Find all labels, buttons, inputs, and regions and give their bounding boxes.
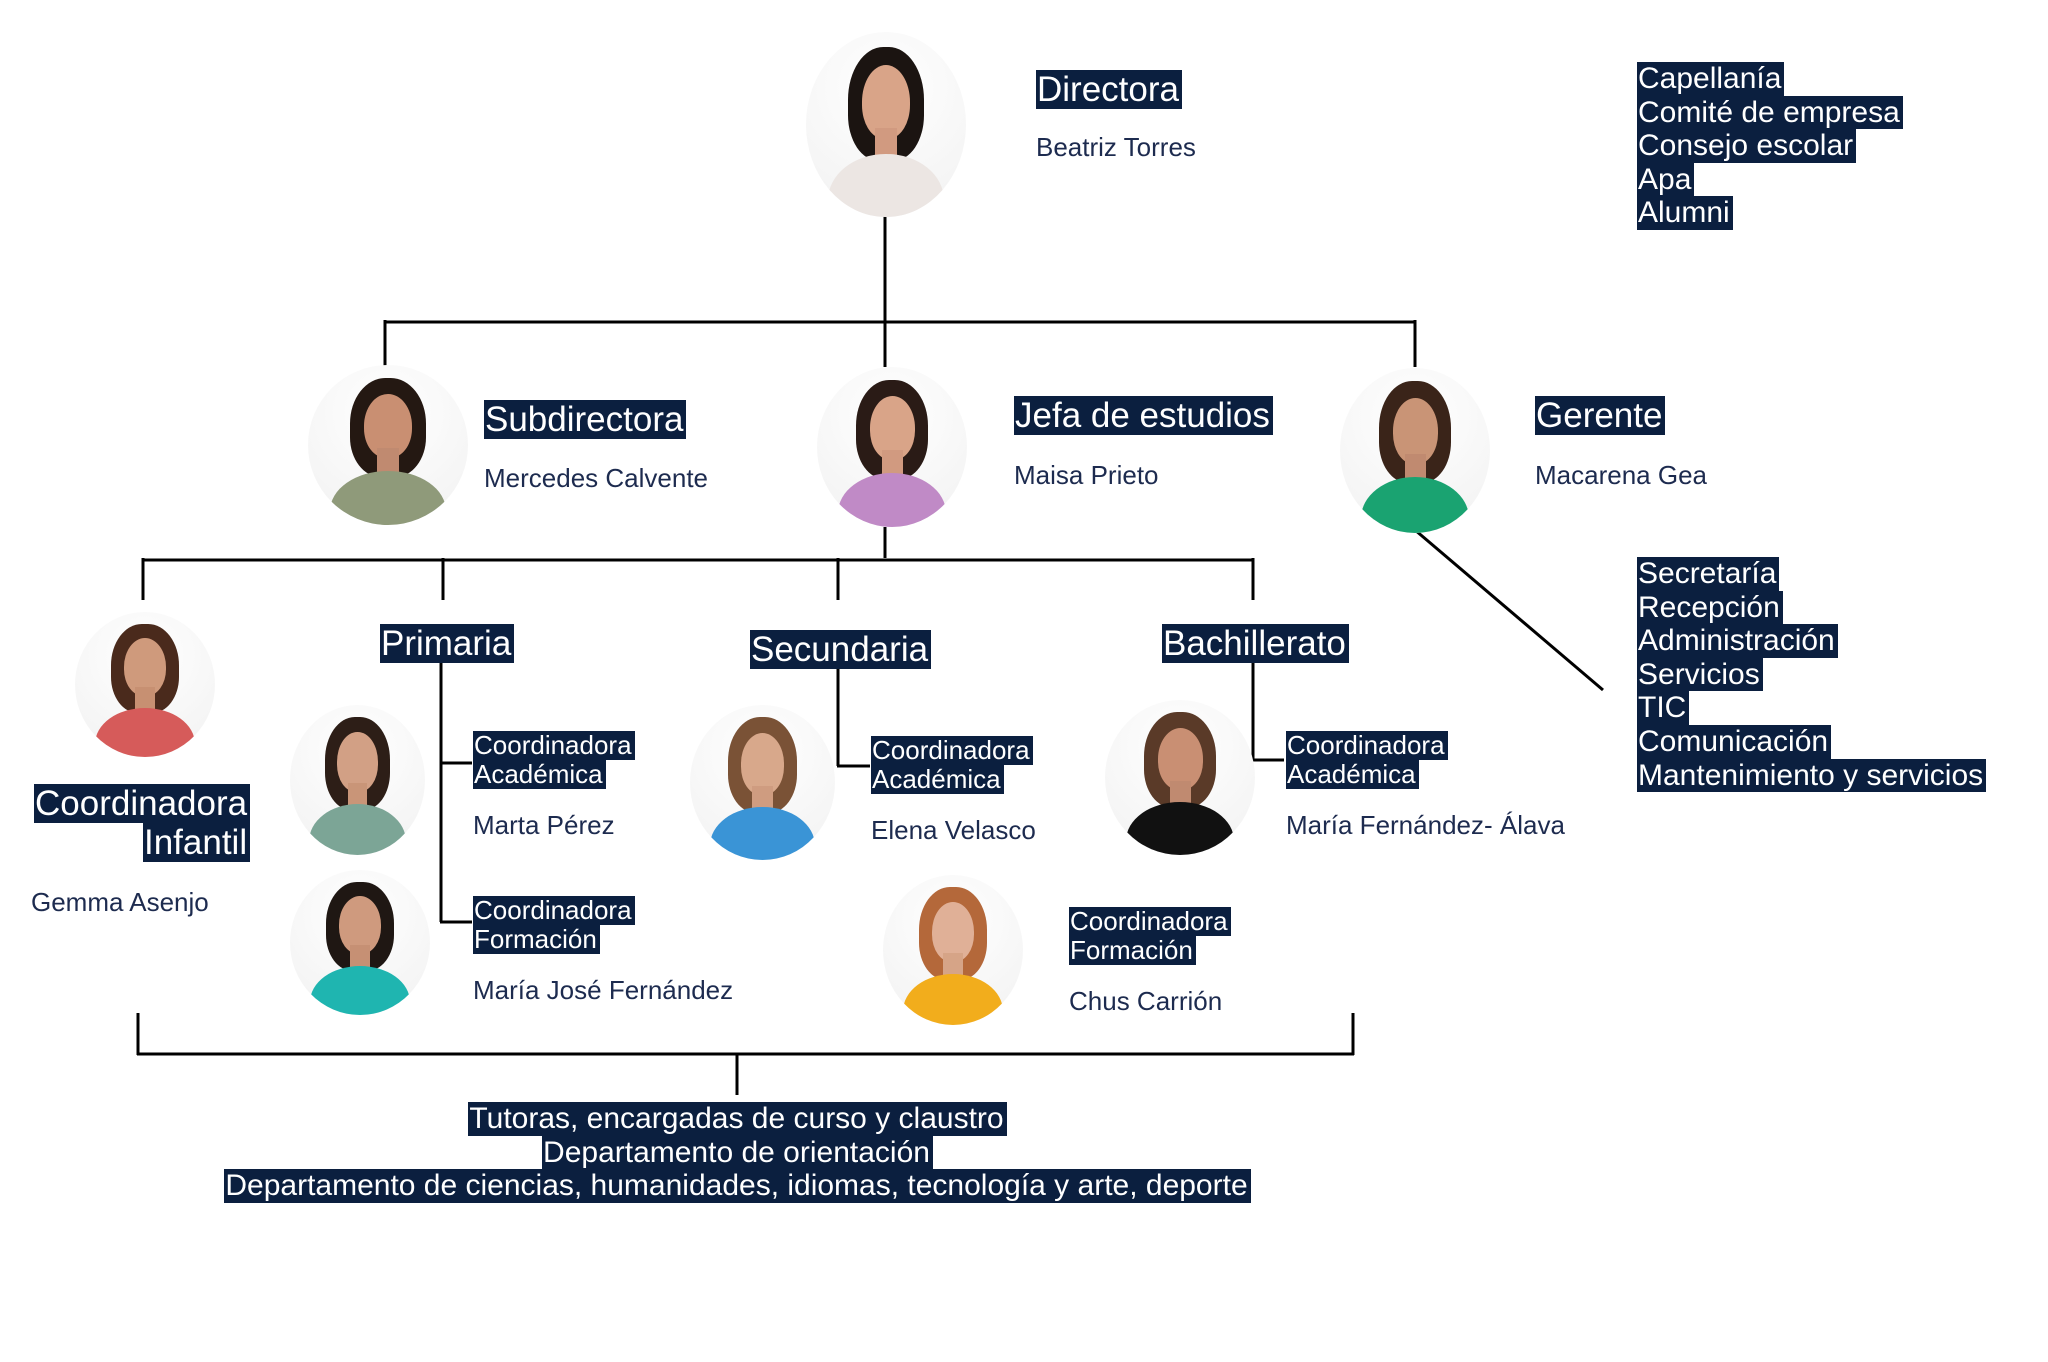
director-unit-alumni: Alumni (1637, 196, 1733, 230)
secundaria-academica-role: Coordinadora Académica (871, 735, 1033, 795)
secundaria-academica-line1: Coordinadora (871, 735, 1033, 766)
secundaria-title: Secundaria (750, 630, 932, 670)
gerente-unit-administracion: Administración (1637, 624, 1838, 658)
gerente-unit-mantenimiento: Mantenimiento y servicios (1637, 758, 1987, 793)
bachillerato-academica-photo (1105, 700, 1255, 855)
gerente-unit-tic: TIC (1637, 691, 1690, 725)
gerente-unit-secretaria: Secretaría (1637, 557, 1780, 591)
bachillerato-academica-line1: Coordinadora (1286, 730, 1448, 761)
bachillerato-academica-name: María Fernández- Álava (1286, 810, 1565, 840)
infantil-title: Coordinadora Infantil (34, 784, 251, 863)
bottom-unit-departamentos: Departamento de ciencias, humanidades, i… (224, 1169, 1251, 1203)
secundaria-academica-name: Elena Velasco (871, 815, 1036, 845)
subdirectora-name: Mercedes Calvente (484, 463, 708, 493)
director-unit-capellania: Capellanía (1637, 62, 1785, 96)
bottom-unit-orientacion: Departamento de orientación (542, 1135, 933, 1170)
director-title: Directora (1036, 70, 1182, 110)
gerente-units-list: Secretaría Recepción Administración Serv… (1637, 557, 1987, 793)
connector-gerente-units (1414, 528, 1604, 692)
bachillerato-academica-role: Coordinadora Académica (1286, 730, 1448, 790)
primaria-title: Primaria (380, 624, 515, 664)
director-name: Beatriz Torres (1036, 132, 1196, 162)
infantil-photo (75, 612, 215, 757)
director-unit-comite: Comité de empresa (1637, 95, 1903, 130)
subdirectora-photo (308, 365, 468, 525)
secundaria-formacion-photo (883, 875, 1023, 1025)
jefa-estudios-title: Jefa de estudios (1014, 396, 1273, 436)
secundaria-academica-line2: Académica (871, 764, 1004, 795)
primaria-academica-name: Marta Pérez (473, 810, 615, 840)
secundaria-formacion-line2: Formación (1069, 935, 1196, 966)
infantil-title-line2: Infantil (142, 823, 251, 863)
gerente-name: Macarena Gea (1535, 460, 1707, 490)
primaria-academica-line1: Coordinadora (473, 730, 635, 761)
gerente-title: Gerente (1535, 396, 1666, 436)
director-unit-apa: Apa (1637, 162, 1695, 197)
infantil-title-line1: Coordinadora (34, 784, 251, 824)
primaria-academica-line2: Académica (473, 759, 606, 790)
primaria-formacion-line2: Formación (473, 924, 600, 955)
bottom-units-list: Tutoras, encargadas de curso y claustro … (0, 1102, 1475, 1203)
bottom-unit-tutoras: Tutoras, encargadas de curso y claustro (468, 1102, 1007, 1136)
bachillerato-academica-line2: Académica (1286, 759, 1419, 790)
primaria-academica-role: Coordinadora Académica (473, 730, 635, 790)
director-unit-consejo: Consejo escolar (1637, 129, 1857, 163)
director-units-list: Capellanía Comité de empresa Consejo esc… (1637, 62, 1903, 230)
infantil-name: Gemma Asenjo (31, 887, 209, 917)
primaria-formacion-line1: Coordinadora (473, 895, 635, 926)
secundaria-academica-photo (690, 705, 835, 860)
primaria-formacion-photo (290, 870, 430, 1015)
secundaria-formacion-line1: Coordinadora (1069, 906, 1231, 937)
primaria-academica-photo (290, 705, 425, 855)
secundaria-formacion-role: Coordinadora Formación (1069, 906, 1231, 966)
primaria-formacion-role: Coordinadora Formación (473, 895, 635, 955)
subdirectora-title: Subdirectora (484, 400, 687, 440)
primaria-formacion-name: María José Fernández (473, 975, 734, 1005)
secundaria-formacion-name: Chus Carrión (1069, 986, 1223, 1016)
gerente-unit-comunicacion: Comunicación (1637, 724, 1832, 759)
director-photo (806, 32, 966, 217)
gerente-unit-recepcion: Recepción (1637, 590, 1783, 625)
jefa-estudios-photo (817, 367, 967, 527)
jefa-estudios-name: Maisa Prieto (1014, 460, 1159, 490)
gerente-photo (1340, 368, 1490, 533)
gerente-unit-servicios: Servicios (1637, 657, 1763, 692)
bachillerato-title: Bachillerato (1162, 624, 1349, 664)
